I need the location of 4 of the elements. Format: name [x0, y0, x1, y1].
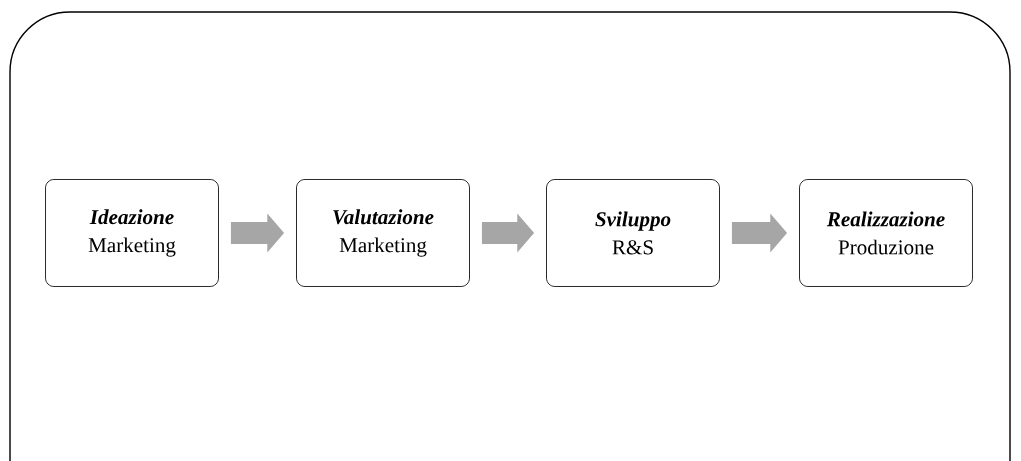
process-box: Realizzazione Produzione [799, 179, 973, 287]
process-box: Ideazione Marketing [45, 179, 219, 287]
process-box: Sviluppo R&S [546, 179, 720, 287]
process-box: Valutazione Marketing [296, 179, 470, 287]
